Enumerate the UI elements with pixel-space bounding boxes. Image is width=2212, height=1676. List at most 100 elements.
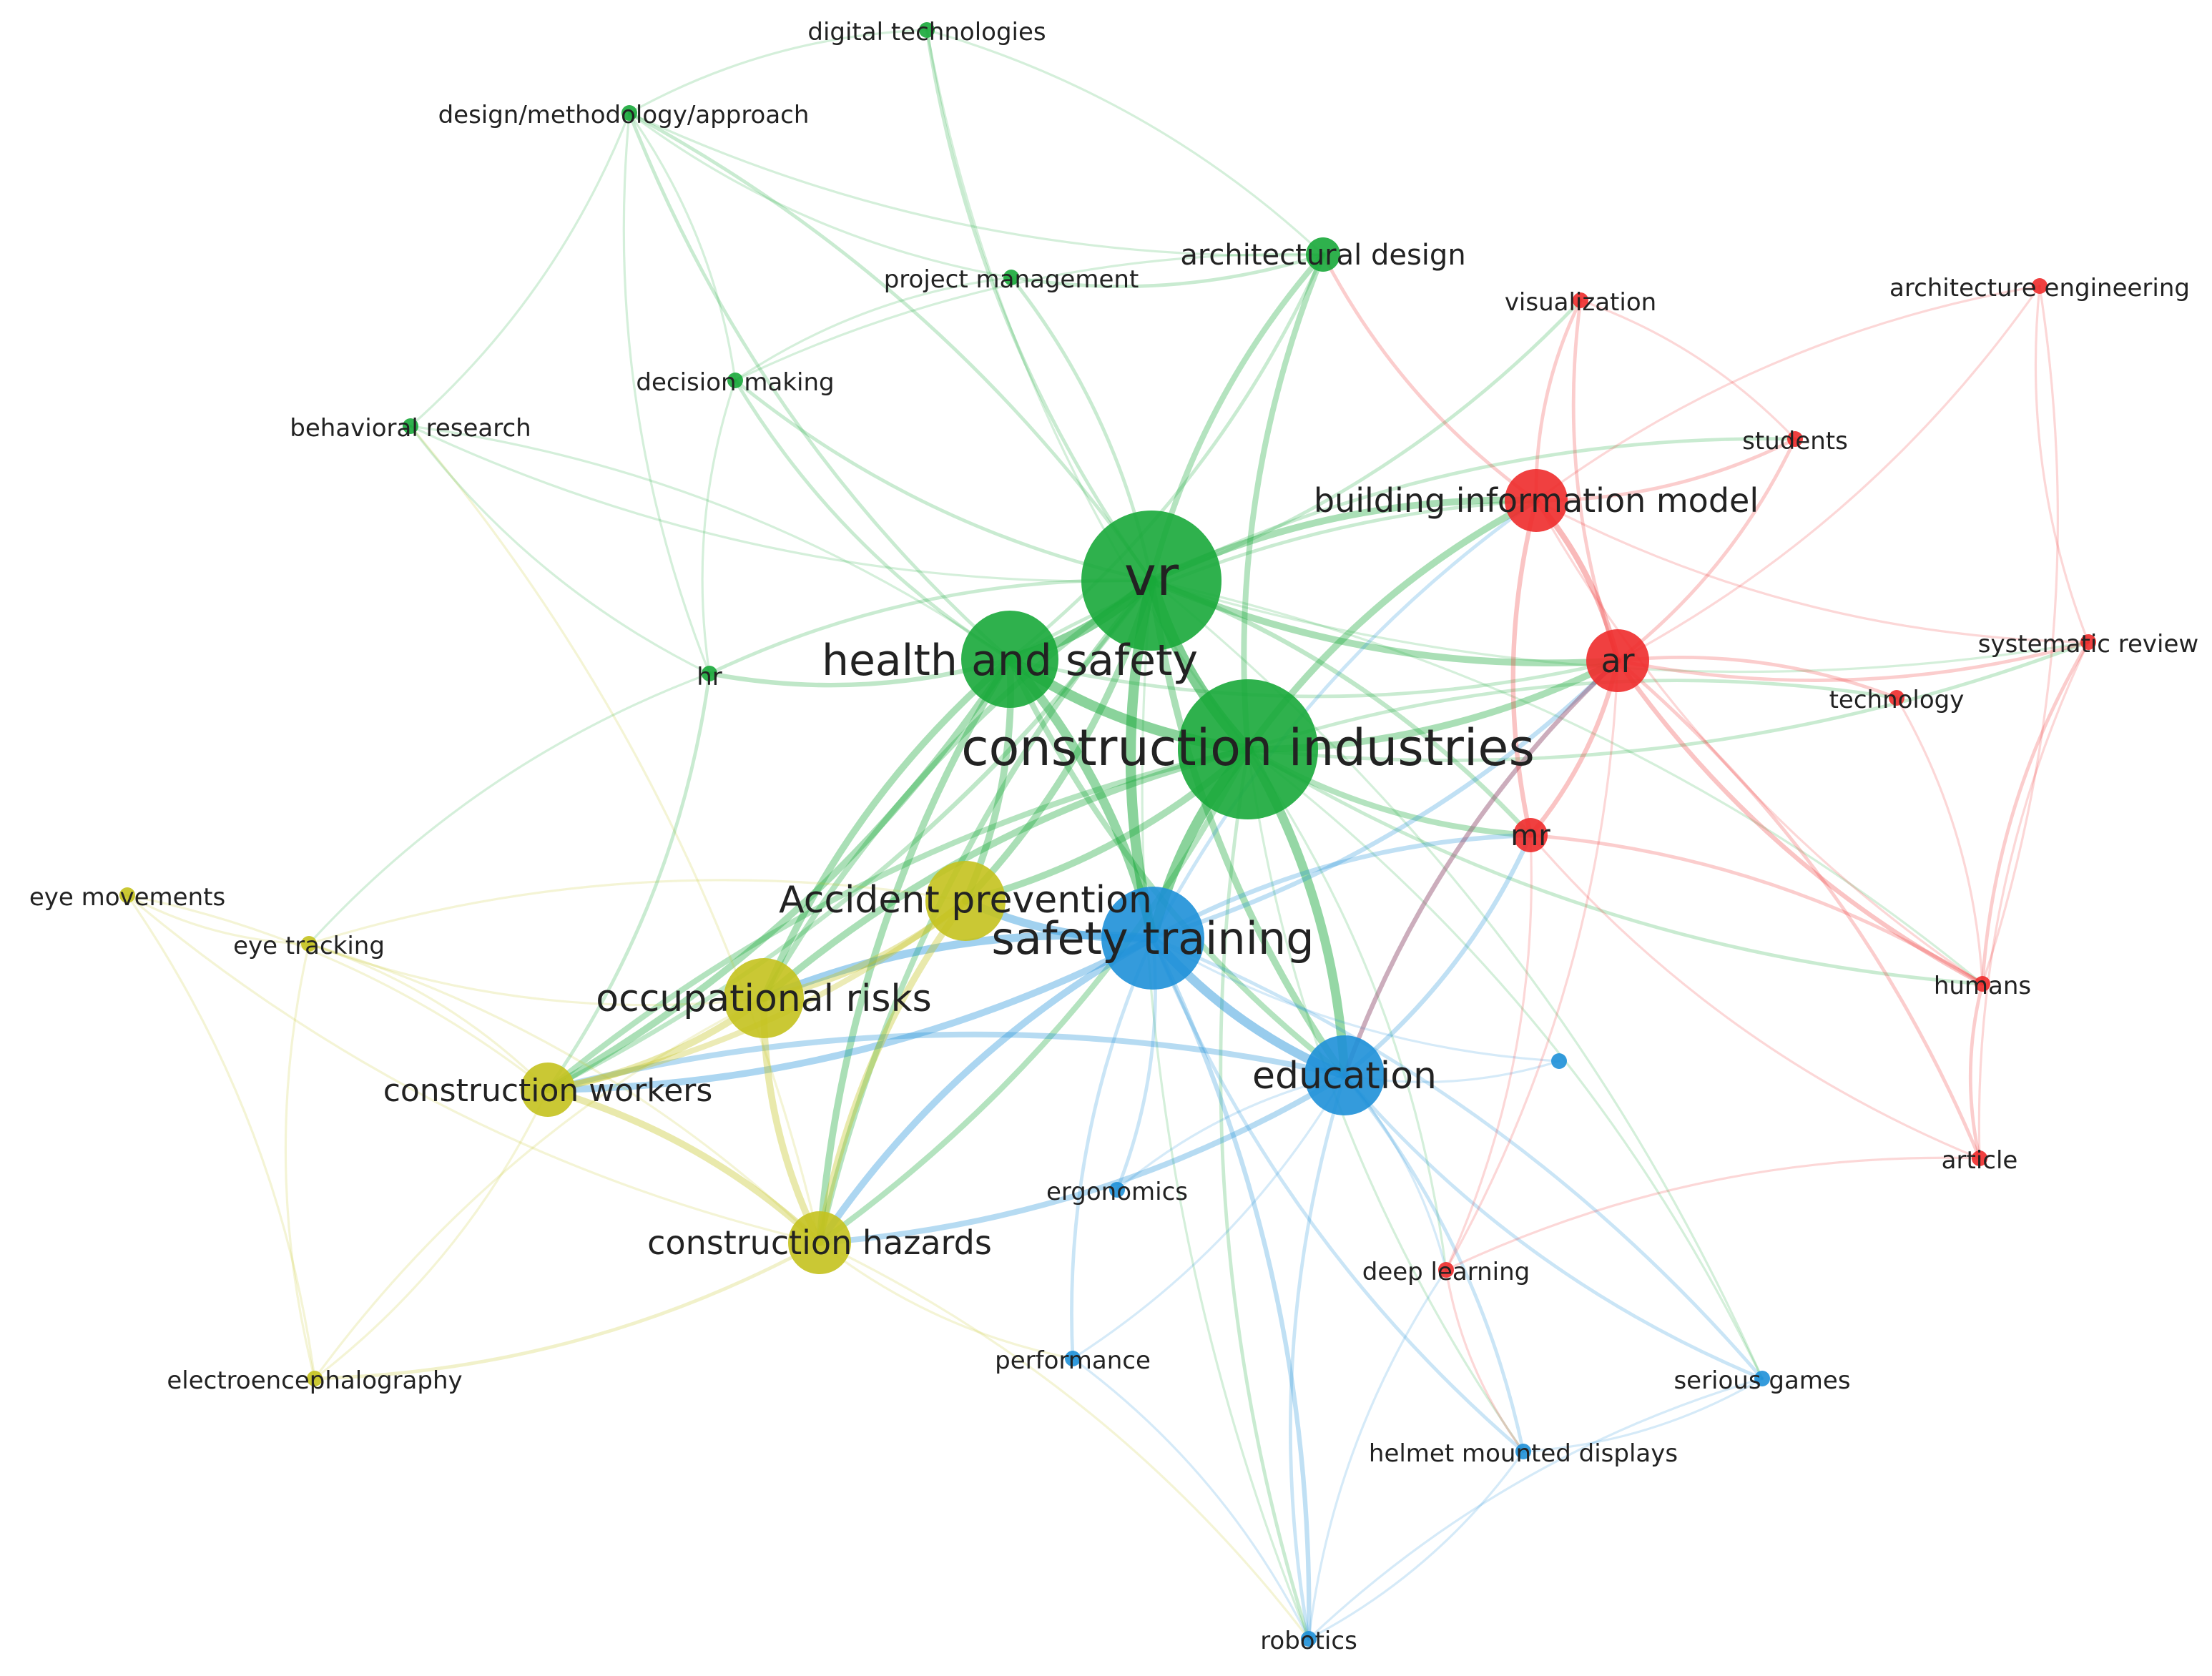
node-mr[interactable] [1513, 818, 1548, 852]
node-performance[interactable] [1065, 1351, 1081, 1366]
edge-safety-training-performance [1070, 936, 1155, 1361]
edge-vr-serious-games [1150, 579, 1764, 1380]
edge-construction-workers-eye-movements [126, 894, 549, 1091]
edge-construction-industries-serious-games [1247, 748, 1764, 1380]
edge-construction-industries-occupational-risks [760, 746, 1252, 1002]
node-construction-industries[interactable] [1178, 679, 1318, 819]
edge-ar-deep-learning [1445, 659, 1619, 1271]
node-digital-technologies[interactable] [919, 22, 935, 38]
edge-construction-industries-technology [1246, 679, 1899, 751]
edge-education-construction-hazards [817, 1073, 1347, 1246]
edge-vr-humans [1150, 579, 1984, 985]
edge-ar-visualization [1571, 298, 1620, 663]
node-behavioral-research[interactable] [403, 418, 418, 434]
label-design-methodology-approach: design/methodology/approach [438, 101, 810, 129]
edge-health-and-safety-decision-making [733, 378, 1012, 661]
node-eye-tracking[interactable] [301, 936, 317, 952]
node-helmet-mounted-displays[interactable] [1515, 1444, 1531, 1459]
edge-construction-industries-humans [1246, 747, 1985, 986]
edge-hr-eye-tracking [308, 672, 711, 945]
node-architectural-design[interactable] [1306, 237, 1340, 272]
edge-construction-industries-deep-learning [1247, 748, 1447, 1271]
edge-ar-architecture-engineering [1616, 285, 2041, 662]
edge-education-robotics [1289, 1073, 1347, 1641]
edge-construction-industries-digital-technologies [925, 29, 1249, 751]
edge-accident-prevention-eye-tracking [308, 879, 967, 945]
edge-mr-deep-learning [1445, 834, 1533, 1271]
node-article[interactable] [1972, 1150, 1987, 1166]
edge-construction-industries-architectural-design [1241, 252, 1326, 752]
node-ar[interactable] [1586, 629, 1649, 692]
edge-vr-students [1149, 437, 1797, 583]
edge-safety-training-occupational-risks [760, 931, 1157, 1002]
edge-decision-making-hr [701, 379, 737, 675]
node-humans[interactable] [1975, 976, 1990, 992]
node-project-management[interactable] [1003, 270, 1019, 285]
edge-education-construction-workers [545, 1031, 1347, 1093]
edge-serious-games-helmet-mounted-displays [1522, 1377, 1764, 1453]
edge-eye-movements-eye-tracking [126, 894, 310, 945]
label-deep-learning: deep learning [1362, 1258, 1530, 1286]
edge-construction-industries-construction-hazards [817, 746, 1251, 1246]
edge-construction-industries-robotics [1219, 747, 1311, 1641]
node-deep-learning[interactable] [1438, 1262, 1454, 1278]
edge-safety-training-building-information-model [1151, 498, 1538, 940]
node-eye-movements[interactable] [119, 887, 135, 903]
label-technology: technology [1829, 686, 1965, 714]
node-occupational-risks[interactable] [724, 958, 804, 1038]
edge-education-ar [1342, 658, 1621, 1078]
edge-electroencephalography-eye-movements [126, 894, 316, 1380]
label-visualization: visualization [1505, 288, 1656, 317]
node-health-and-safety[interactable] [961, 611, 1058, 708]
node-building-information-model[interactable] [1505, 469, 1568, 532]
node-safety-training[interactable] [1101, 887, 1204, 990]
node-electroencephalography[interactable] [307, 1371, 323, 1386]
node-education[interactable] [1304, 1035, 1385, 1115]
node-accident-prevention[interactable] [925, 861, 1006, 941]
edge-design-methodology-approach-behavioral-research [409, 112, 631, 428]
node-visualization[interactable] [1573, 292, 1588, 308]
node-design-methodology-approach[interactable] [621, 105, 637, 121]
node-systematic-review[interactable] [2080, 634, 2096, 650]
label-architectural-design: architectural design [1180, 239, 1465, 272]
node-students[interactable] [1787, 431, 1803, 447]
edge-building-information-model-architecture-engineering [1535, 285, 2041, 502]
edge-health-and-safety-design-methodology-approach [627, 111, 1012, 661]
edge-design-methodology-approach-project-management [628, 112, 1013, 279]
label-construction-hazards: construction hazards [647, 1223, 992, 1262]
label-robotics: robotics [1260, 1627, 1357, 1655]
edge-safety-training-robotics [1150, 935, 1312, 1642]
edge-safety-training-construction-hazards [816, 935, 1156, 1246]
node-construction-hazards[interactable] [788, 1211, 851, 1274]
node-robotics[interactable] [1301, 1631, 1317, 1647]
edge-robotics-deep-learning [1307, 1268, 1447, 1640]
edge-health-and-safety-construction-workers [544, 656, 1013, 1093]
node-decision-making[interactable] [727, 373, 743, 388]
label-systematic-review: systematic review [1978, 630, 2198, 659]
nodes-layer [119, 22, 2096, 1647]
edge-construction-hazards-performance [818, 1241, 1074, 1360]
edge-safety-training-construction-workers [544, 935, 1156, 1093]
edge-occupational-risks-eye-tracking [308, 942, 765, 1007]
label-serious-games: serious games [1673, 1366, 1850, 1395]
edge-project-management-decision-making [734, 276, 1013, 382]
edge-humans-architecture-engineering [1981, 285, 2059, 985]
node-ergonomics[interactable] [1109, 1182, 1125, 1198]
node-blue-unlabeled[interactable] [1551, 1053, 1567, 1069]
edge-architectural-design-decision-making [734, 252, 1324, 382]
edge-construction-hazards-eye-tracking [308, 942, 821, 1244]
node-construction-workers[interactable] [521, 1063, 575, 1117]
edge-ar-humans [1615, 658, 1985, 987]
node-hr[interactable] [702, 666, 717, 681]
node-serious-games[interactable] [1754, 1371, 1770, 1386]
label-building-information-model: building information model [1314, 481, 1759, 520]
node-vr[interactable] [1081, 511, 1221, 651]
node-architecture-engineering[interactable] [2032, 278, 2048, 294]
edge-building-information-model-humans [1535, 499, 1984, 985]
label-helmet-mounted-displays: helmet mounted displays [1369, 1439, 1678, 1468]
edge-design-methodology-approach-digital-technologies [628, 29, 928, 114]
node-technology[interactable] [1889, 690, 1904, 706]
edge-education-helmet-mounted-displays [1342, 1073, 1525, 1454]
edge-humans-article [1968, 982, 1985, 1160]
